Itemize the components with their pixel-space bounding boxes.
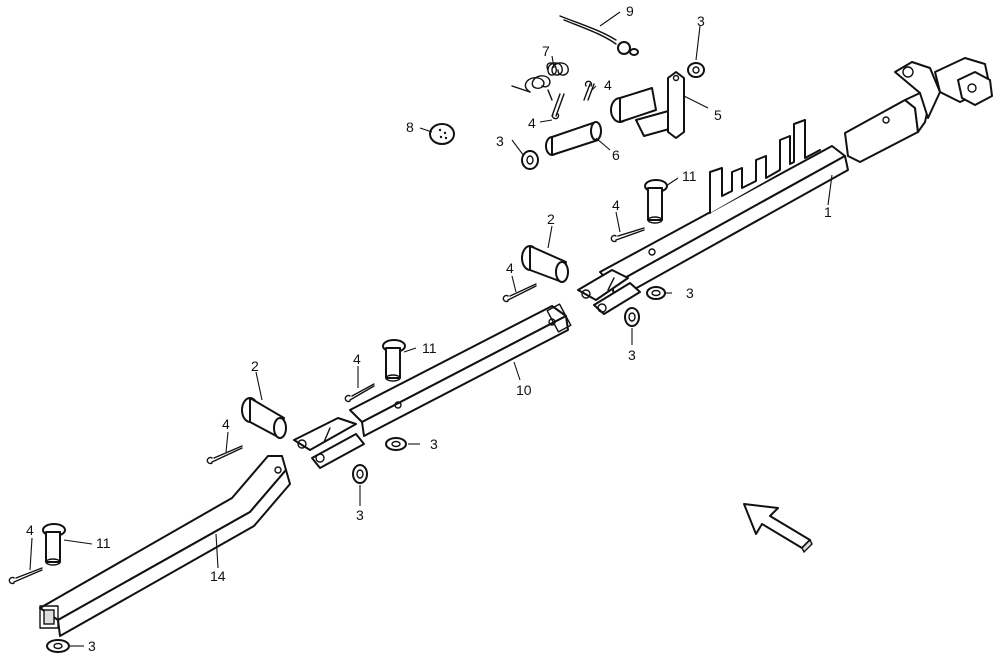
- part-11-pin-left: [42, 523, 66, 566]
- part-11-pin-middle: [382, 339, 406, 382]
- callout-4-pin6: 4: [528, 115, 536, 131]
- callout-1: 1: [824, 204, 832, 220]
- callout-11-middle: 11: [422, 340, 437, 356]
- callout-2-lower: 2: [251, 358, 259, 374]
- part-4-cotter-pins: [8, 80, 645, 585]
- callout-3-top: 3: [697, 13, 705, 29]
- part-10-middle-bar: [293, 303, 572, 469]
- callout-8: 8: [406, 119, 414, 135]
- part-14-front-bar: [39, 455, 291, 637]
- callout-3-middle: 3: [430, 436, 438, 452]
- callout-3-front: 3: [88, 638, 96, 654]
- part-11-pin-right: [644, 179, 668, 224]
- callout-5: 5: [714, 107, 722, 123]
- part-3-washers: [46, 62, 705, 653]
- callout-3-washer6: 3: [496, 133, 504, 149]
- callout-14: 14: [210, 568, 226, 584]
- callout-11-front: 11: [96, 535, 111, 551]
- callout-labels: 1 2 2 3 3 3 3 3 3 3 4 4 4 4 4 4 4 5 6 7 …: [26, 3, 832, 654]
- part-2-pin-upper: [521, 245, 569, 283]
- callout-4-front: 4: [26, 522, 34, 538]
- part-6-pin: [545, 121, 602, 156]
- part-2-pin-lower: [241, 397, 287, 439]
- part-7-spring: [511, 62, 569, 101]
- callout-9: 9: [626, 3, 634, 19]
- callout-4-lower-pin: 4: [222, 416, 230, 432]
- leader-lines: [29, 11, 833, 647]
- callout-3-right-lower: 3: [628, 347, 636, 363]
- callout-6: 6: [612, 147, 620, 163]
- callout-4-lever: 4: [604, 77, 612, 93]
- part-1-main-drawbar: [577, 57, 993, 315]
- callout-2-upper: 2: [547, 211, 555, 227]
- direction-arrow-icon: [743, 503, 813, 554]
- callout-3-middle-lower: 3: [356, 507, 364, 523]
- part-8-toothed-washer: [429, 123, 455, 145]
- callout-4-upper-pin: 4: [506, 260, 514, 276]
- callout-7: 7: [542, 43, 550, 59]
- callout-4-right: 4: [612, 197, 620, 213]
- part-5-lever: [610, 71, 685, 139]
- callout-4-middle: 4: [353, 351, 361, 367]
- callout-3-right: 3: [686, 285, 694, 301]
- callout-11-right: 11: [682, 168, 697, 184]
- callout-10: 10: [516, 382, 532, 398]
- part-9-cable: [559, 15, 639, 56]
